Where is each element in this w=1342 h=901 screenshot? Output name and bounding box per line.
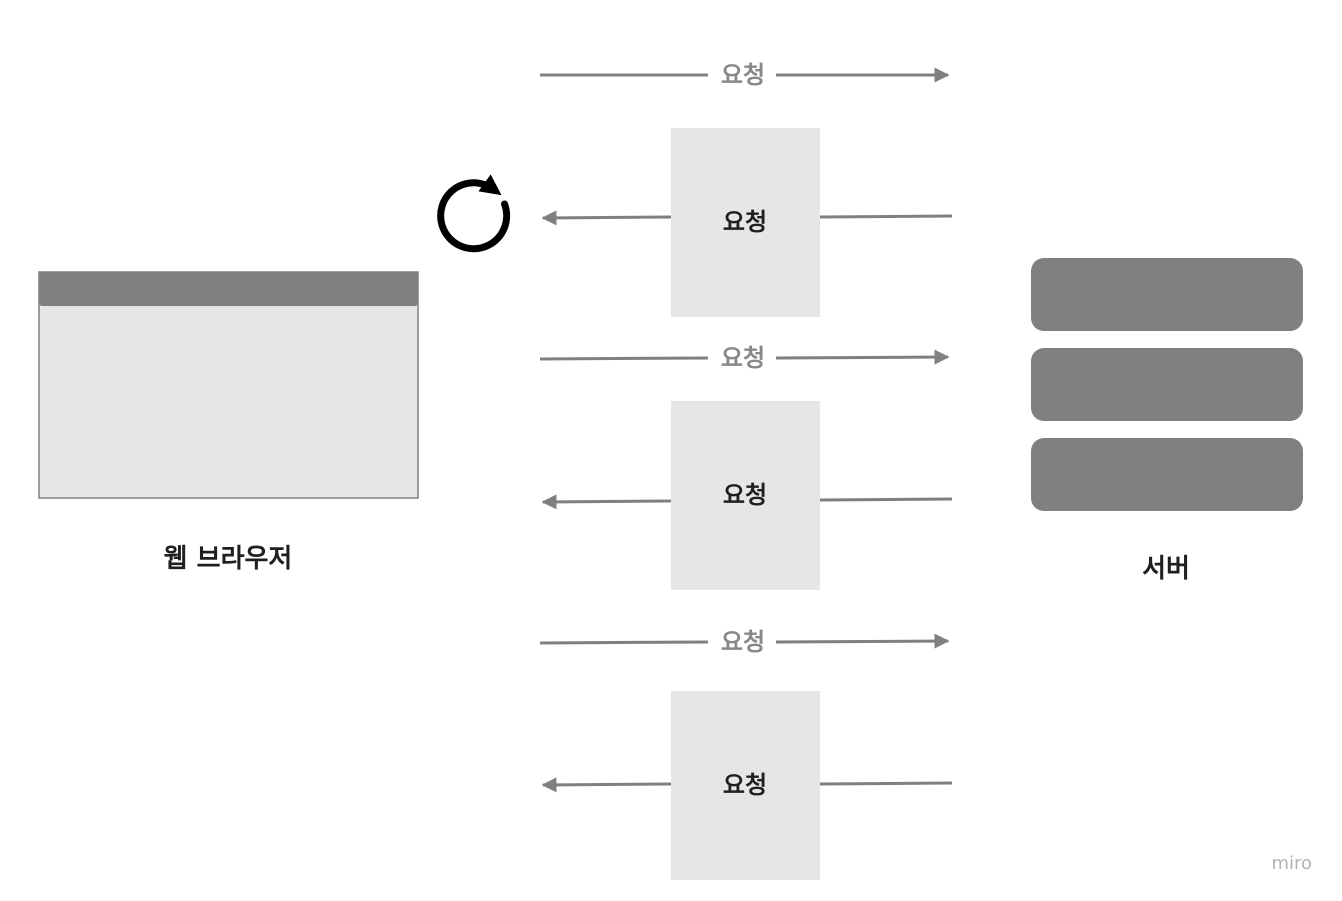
response-box-2 — [671, 401, 820, 590]
request-arrow-2: 요청 — [539, 344, 950, 372]
server-block-1 — [1031, 258, 1303, 331]
browser-window — [38, 271, 419, 499]
request-label-2: 요청 — [721, 344, 765, 372]
server-block-2 — [1031, 348, 1303, 421]
request-label-1: 요청 — [721, 61, 765, 89]
browser-caption: 웹 브라우저 — [164, 544, 293, 574]
server: 서버 — [1031, 258, 1303, 584]
response-label-2: 요청 — [723, 481, 767, 509]
request-arrow-3: 요청 — [539, 628, 950, 656]
request-arrow-1: 요청 — [540, 61, 950, 89]
request-label-3: 요청 — [721, 628, 765, 656]
response-box-3 — [671, 691, 820, 880]
server-caption: 서버 — [1142, 554, 1190, 584]
web-browser: 웹 브라우저 — [38, 271, 419, 574]
response-label-1: 요청 — [723, 208, 767, 236]
response-arrow-2: 요청 — [541, 401, 953, 590]
response-arrow-3: 요청 — [541, 691, 953, 880]
response-arrow-1: 요청 — [541, 128, 953, 317]
refresh-icon — [437, 174, 511, 253]
miro-watermark: miro — [1271, 853, 1312, 874]
browser-title-bar — [39, 272, 418, 306]
response-box-1 — [671, 128, 820, 317]
response-label-3: 요청 — [723, 771, 767, 799]
server-block-3 — [1031, 438, 1303, 511]
